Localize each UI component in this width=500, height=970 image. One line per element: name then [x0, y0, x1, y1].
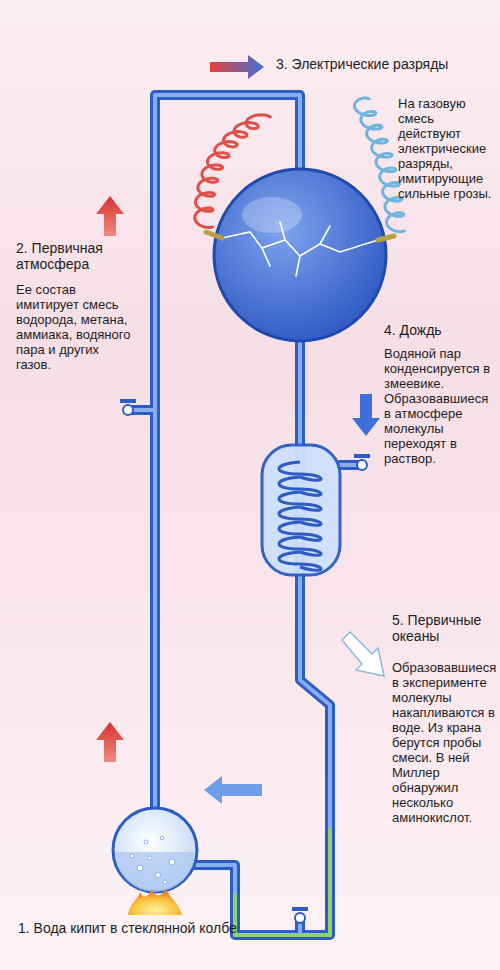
step-note: Водяной пар конденсируется в змеевике. О…	[384, 346, 496, 466]
step-note: Ее состав имитирует смесь водорода, мета…	[16, 282, 134, 372]
condenser-coil	[279, 552, 321, 570]
step-title: 2. Первичная атмосфера	[16, 240, 116, 272]
step-title: 5. Первичные океаны	[392, 612, 496, 644]
step-note: На газовую смесь действуют электрические…	[398, 96, 496, 201]
step-title: 3. Электрические разряды	[276, 56, 496, 72]
step-title: 4. Дождь	[384, 322, 494, 338]
step-title: 1. Вода кипит в стеклянной колбе	[18, 920, 248, 936]
electrode-wire	[355, 98, 406, 232]
step-note: Образовавшиеся в эксперименте молекулы н…	[392, 660, 496, 825]
electrode-wire	[195, 115, 271, 228]
